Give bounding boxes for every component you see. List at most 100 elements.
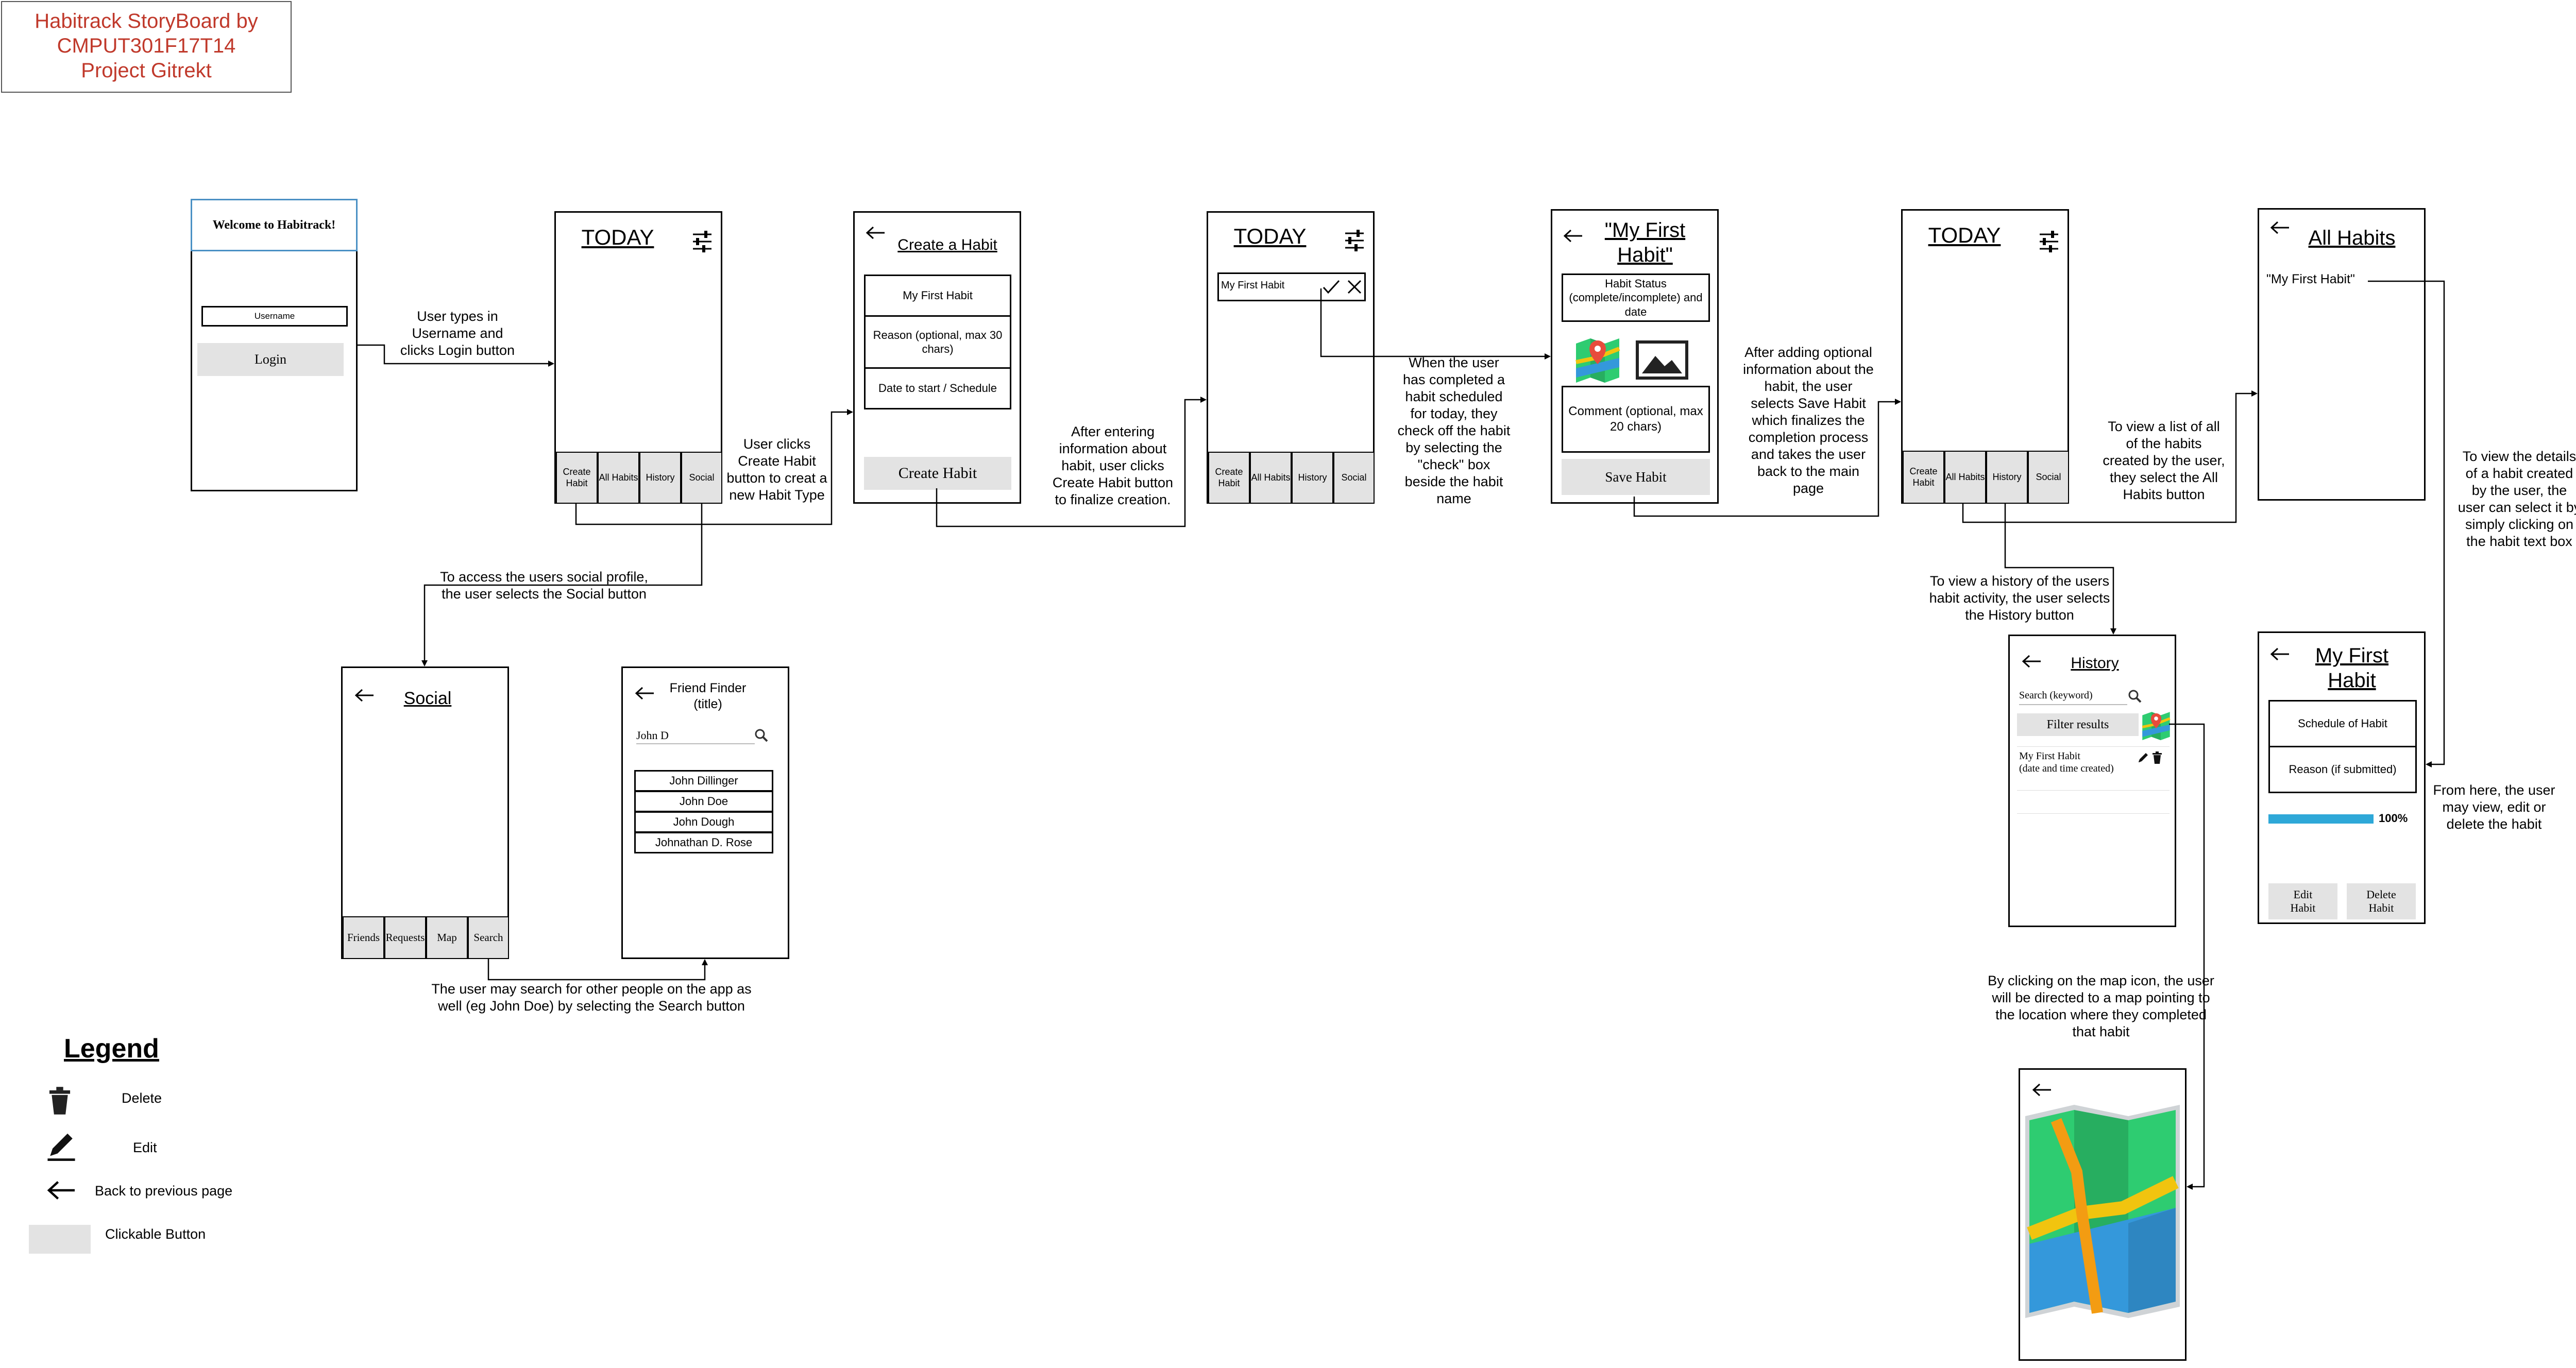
today-screen-1: TODAY Create Habit All Habits History So… — [554, 211, 722, 504]
map-screen — [2019, 1068, 2187, 1361]
today-title: TODAY — [581, 225, 654, 249]
habit-item-label: My First Habit — [1221, 280, 1285, 291]
nav-all-habits[interactable]: All Habits — [1944, 451, 1986, 504]
nav-search[interactable]: Search — [468, 916, 509, 959]
nav-all-habits[interactable]: All Habits — [598, 452, 639, 504]
arrow-left-icon[interactable] — [2032, 1083, 2052, 1097]
nav-all-habits[interactable]: All Habits — [1250, 452, 1292, 504]
arrow-left-icon[interactable] — [866, 226, 886, 240]
habit-status-field[interactable]: Habit Status (complete/incomplete) and d… — [1562, 273, 1710, 322]
storyboard-title-box: Habitrack StoryBoard by CMPUT301F17T14 P… — [1, 1, 292, 93]
habit-detail-screen: My First Habit Schedule of Habit Reason … — [2258, 631, 2426, 924]
pencil-icon[interactable] — [2138, 752, 2149, 763]
create-habit-title: Create a Habit — [897, 236, 997, 253]
sliders-icon[interactable] — [2039, 230, 2059, 253]
habit-event-title: "My First Habit" — [1604, 219, 1686, 266]
habit-reason-field[interactable]: Reason (optional, max 30 chars) — [864, 315, 1011, 369]
search-result-1[interactable]: John Dillinger — [634, 770, 773, 792]
progress-fill — [2268, 814, 2374, 824]
map-icon — [2025, 1105, 2180, 1318]
close-icon[interactable] — [1347, 279, 1362, 295]
edit-habit-button[interactable]: Edit Habit — [2268, 883, 2337, 919]
history-entry[interactable]: My First Habit (date and time created) — [2017, 746, 2170, 791]
friend-finder-screen: Friend Finder (title) John D John Dillin… — [621, 666, 789, 959]
nav-map[interactable]: Map — [426, 916, 468, 959]
nav-social[interactable]: Social — [681, 452, 722, 504]
progress-label: 100% — [2379, 812, 2408, 825]
friend-search-input[interactable]: John D — [636, 729, 755, 744]
arrow-left-icon[interactable] — [1563, 229, 1583, 243]
arrow-left-icon[interactable] — [2022, 655, 2042, 668]
today-screen-2: TODAY My First Habit Create Habit All Ha… — [1207, 211, 1375, 504]
today-title: TODAY — [1233, 224, 1307, 248]
sliders-icon[interactable] — [1344, 229, 1365, 252]
nav-requests[interactable]: Requests — [384, 916, 426, 959]
history-search-input[interactable]: Search (keyword) — [2019, 690, 2127, 705]
delete-habit-button[interactable]: Delete Habit — [2347, 883, 2416, 919]
arrow-left-icon[interactable] — [2270, 221, 2290, 234]
nav-social[interactable]: Social — [2028, 451, 2069, 504]
nav-social[interactable]: Social — [1333, 452, 1375, 504]
image-icon[interactable] — [1636, 340, 1688, 380]
search-result-4[interactable]: Johnathan D. Rose — [634, 832, 773, 853]
save-habit-button[interactable]: Save Habit — [1562, 459, 1710, 495]
today-habit-item[interactable]: My First Habit — [1217, 272, 1366, 301]
progress-track — [2268, 814, 2374, 824]
storyboard-title-line-1: Habitrack StoryBoard by — [35, 10, 258, 32]
filter-results-button[interactable]: Filter results — [2017, 713, 2139, 736]
all-habits-item[interactable]: "My First Habit" — [2266, 272, 2355, 286]
username-field[interactable]: Username — [201, 306, 348, 327]
search-result-2[interactable]: John Doe — [634, 791, 773, 812]
trash-icon[interactable] — [2152, 751, 2162, 764]
note-login-to-today: User types in Username and clicks Login … — [400, 309, 515, 358]
magnifier-icon[interactable] — [755, 729, 768, 742]
nav-history[interactable]: History — [639, 452, 681, 504]
arrow-left-icon[interactable] — [354, 689, 375, 702]
legend-title: Legend — [64, 1034, 159, 1064]
history-screen: History Search (keyword) Filter results … — [2008, 635, 2176, 927]
history-divider — [2017, 813, 2170, 814]
check-icon[interactable] — [1322, 279, 1341, 295]
nav-create-habit[interactable]: Create Habit — [1903, 451, 1944, 504]
reason-field: Reason (if submitted) — [2268, 746, 2417, 793]
map-icon[interactable] — [2142, 711, 2171, 740]
create-habit-screen: Create a Habit My First Habit Reason (op… — [853, 211, 1021, 504]
arrow-left-icon[interactable] — [2270, 647, 2290, 661]
legend-edit-label: Edit — [133, 1140, 157, 1155]
sliders-icon[interactable] — [692, 230, 713, 253]
pencil-icon — [47, 1133, 75, 1161]
note-check-off: When the user has completed a habit sche… — [1397, 355, 1511, 506]
schedule-field: Schedule of Habit — [2268, 700, 2417, 747]
friend-finder-title: Friend Finder (title) — [669, 681, 747, 712]
note-after-entering: After entering information about habit, … — [1052, 424, 1174, 507]
note-all-habits: To view a list of all of the habits crea… — [2103, 419, 2225, 502]
today-screen-3: TODAY Create Habit All Habits History So… — [1901, 209, 2069, 504]
habit-name-field[interactable]: My First Habit — [864, 275, 1011, 317]
nav-friends[interactable]: Friends — [343, 916, 384, 959]
habit-event-screen: "My First Habit" Habit Status (complete/… — [1551, 209, 1719, 504]
login-button[interactable]: Login — [197, 343, 344, 376]
storyboard-title-line-3: Project Gitrekt — [81, 59, 212, 82]
note-map: By clicking on the map icon, the user wi… — [1988, 973, 2214, 1039]
arrow-left-icon[interactable] — [635, 687, 655, 700]
social-title: Social — [403, 689, 452, 708]
nav-create-habit[interactable]: Create Habit — [1208, 452, 1250, 504]
create-habit-button[interactable]: Create Habit — [864, 457, 1011, 490]
note-search: The user may search for other people on … — [431, 981, 752, 1014]
habit-date-field[interactable]: Date to start / Schedule — [864, 367, 1011, 409]
nav-create-habit[interactable]: Create Habit — [556, 452, 598, 504]
map-icon[interactable] — [1575, 337, 1620, 383]
search-result-3[interactable]: John Dough — [634, 811, 773, 833]
legend-clickable-label: Clickable Button — [105, 1226, 206, 1242]
note-from-here: From here, the user may view, edit or de… — [2433, 782, 2555, 832]
nav-history[interactable]: History — [1292, 452, 1333, 504]
storyboard-title-line-2: CMPUT301F17T14 — [57, 35, 236, 57]
welcome-text: Welcome to Habitrack! — [212, 218, 336, 232]
legend-delete-label: Delete — [122, 1090, 162, 1106]
comment-field[interactable]: Comment (optional, max 20 chars) — [1562, 386, 1710, 453]
trash-icon — [49, 1087, 71, 1115]
social-screen: Social Friends Requests Map Search — [341, 666, 509, 959]
nav-history[interactable]: History — [1986, 451, 2028, 504]
magnifier-icon[interactable] — [2128, 690, 2142, 703]
all-habits-screen: All Habits "My First Habit" — [2258, 208, 2426, 501]
